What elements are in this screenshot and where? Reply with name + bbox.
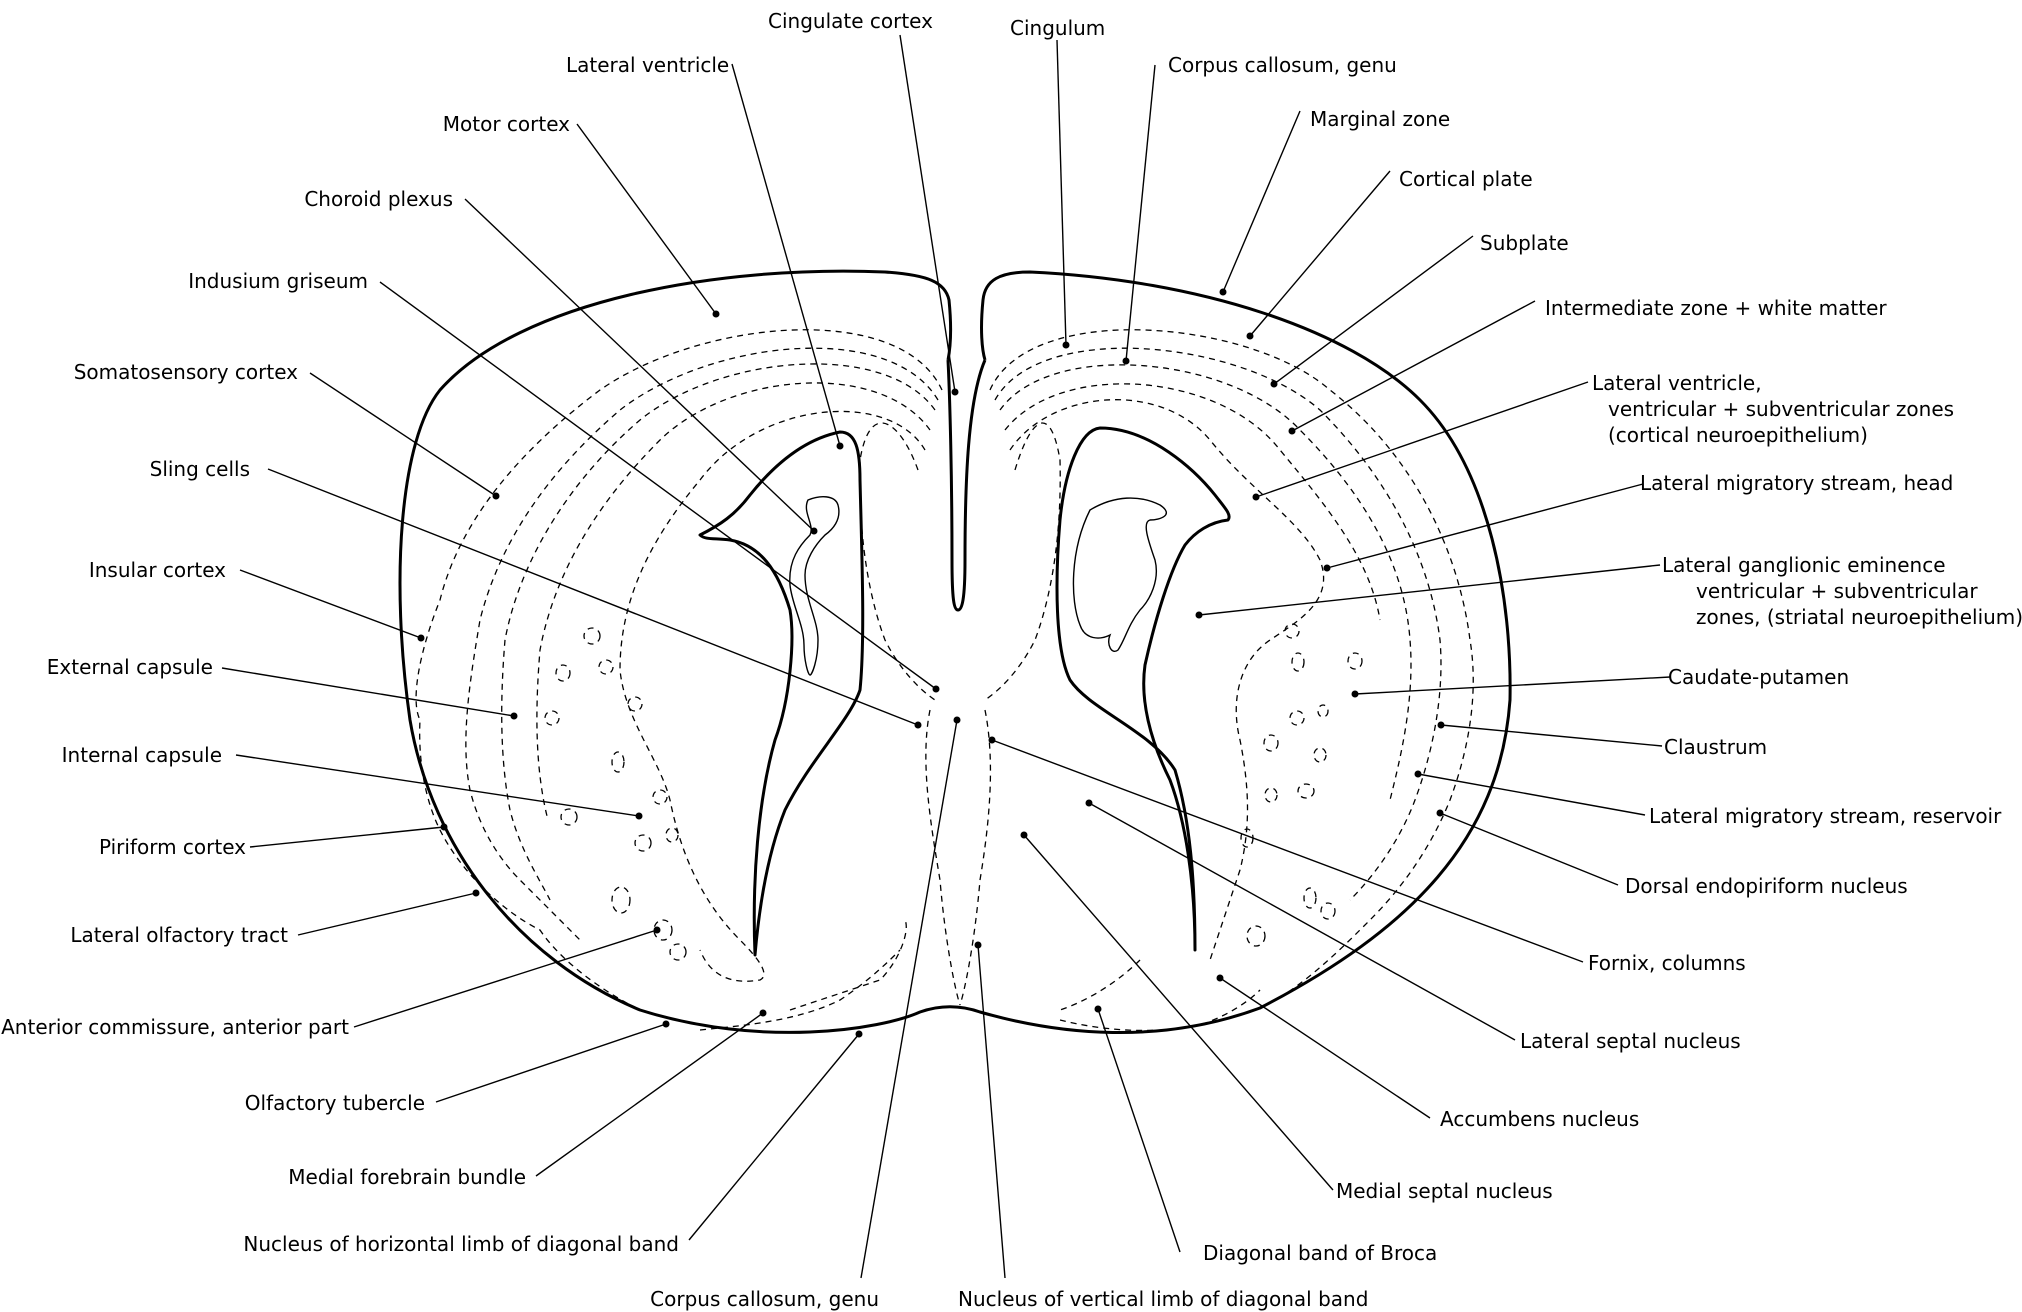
label-intermediate-zone: Intermediate zone + white matter xyxy=(1545,296,1887,320)
label-external-capsule: External capsule xyxy=(47,655,213,679)
right-accumbens-dash xyxy=(1060,960,1140,1010)
left-zone-boundary-3 xyxy=(502,364,935,900)
right-choroid-plexus xyxy=(1073,498,1166,651)
right-tubercle-dash xyxy=(1060,990,1260,1030)
left-zone-boundary-5 xyxy=(620,411,925,981)
label-lv-zones-line2: ventricular + subventricular zones xyxy=(1608,397,1954,421)
label-cortical-plate: Cortical plate xyxy=(1399,167,1533,191)
label-choroid-plexus: Choroid plexus xyxy=(304,187,453,211)
midline-fissure xyxy=(948,360,985,610)
left-tubercle-dash xyxy=(700,950,900,1030)
label-anterior-commissure: Anterior commissure, anterior part xyxy=(1,1015,349,1039)
label-corpus-callosum-genu-top: Corpus callosum, genu xyxy=(1168,53,1397,77)
label-subplate: Subplate xyxy=(1480,231,1569,255)
label-cingulate-cortex: Cingulate cortex xyxy=(768,9,933,33)
left-fiber-bundles xyxy=(545,628,686,960)
label-lge-line3: zones, (striatal neuroepithelium) xyxy=(1696,605,2022,629)
label-lateral-ventricle: Lateral ventricle xyxy=(566,53,729,77)
label-motor-cortex: Motor cortex xyxy=(443,112,570,136)
label-lms-head: Lateral migratory stream, head xyxy=(1640,471,1953,495)
label-fornix-columns: Fornix, columns xyxy=(1588,951,1746,975)
label-lge-line2: ventricular + subventricular xyxy=(1696,579,1978,603)
label-lge-line1: Lateral ganglionic eminence xyxy=(1662,553,1946,577)
label-somatosensory-cortex: Somatosensory cortex xyxy=(74,360,298,384)
right-zone-boundary-1 xyxy=(990,330,1473,1008)
right-zone-boundary-3 xyxy=(1000,365,1411,800)
right-midline-septum-dash xyxy=(960,710,990,1005)
label-dorsal-endopiriform: Dorsal endopiriform nucleus xyxy=(1625,874,1908,898)
label-cingulum: Cingulum xyxy=(1010,16,1105,40)
label-indusium-griseum: Indusium griseum xyxy=(188,269,368,293)
left-accumbens-dash xyxy=(790,920,906,1010)
leader-lines xyxy=(222,35,1670,1278)
label-lateral-olfactory-tract: Lateral olfactory tract xyxy=(70,923,288,947)
right-zone-boundary-6 xyxy=(985,423,1060,700)
label-olfactory-tubercle: Olfactory tubercle xyxy=(245,1091,425,1115)
label-lv-zones-line1: Lateral ventricle, xyxy=(1592,371,1762,395)
label-insular-cortex: Insular cortex xyxy=(89,558,226,582)
label-sling-cells: Sling cells xyxy=(150,457,250,481)
brain-section xyxy=(400,271,1510,1032)
label-marginal-zone: Marginal zone xyxy=(1310,107,1450,131)
label-lms-reservoir: Lateral migratory stream, reservoir xyxy=(1649,804,2002,828)
left-zone-boundary-6 xyxy=(860,423,935,700)
left-choroid-plexus xyxy=(790,497,839,675)
label-lateral-septal: Lateral septal nucleus xyxy=(1520,1029,1741,1053)
label-diagonal-band-broca: Diagonal band of Broca xyxy=(1203,1241,1437,1265)
label-medial-forebrain-bundle: Medial forebrain bundle xyxy=(288,1165,526,1189)
label-accumbens: Accumbens nucleus xyxy=(1440,1107,1639,1131)
label-nhldb: Nucleus of horizontal limb of diagonal b… xyxy=(243,1232,679,1256)
label-claustrum: Claustrum xyxy=(1664,735,1767,759)
label-internal-capsule: Internal capsule xyxy=(62,743,222,767)
right-lateral-ventricle xyxy=(1057,428,1229,950)
left-zone-boundary-2 xyxy=(466,348,938,940)
label-medial-septal: Medial septal nucleus xyxy=(1336,1179,1553,1203)
labels: Cingulate cortex Cingulum Lateral ventri… xyxy=(1,9,2022,1311)
left-zone-boundary-4 xyxy=(537,383,930,820)
label-nvldb: Nucleus of vertical limb of diagonal ban… xyxy=(958,1287,1368,1311)
label-corpus-callosum-genu-bottom: Corpus callosum, genu xyxy=(650,1287,879,1311)
leader-dots xyxy=(418,289,1445,1038)
label-piriform-cortex: Piriform cortex xyxy=(99,835,246,859)
label-caudate-putamen: Caudate-putamen xyxy=(1668,665,1849,689)
right-zone-boundary-5 xyxy=(1010,400,1324,960)
label-lv-zones-line3: (cortical neuroepithelium) xyxy=(1608,423,1868,447)
left-midline-septum-dash xyxy=(926,710,960,1005)
left-zone-boundary-1 xyxy=(416,330,942,1010)
brain-outer-outline xyxy=(400,271,1510,1032)
